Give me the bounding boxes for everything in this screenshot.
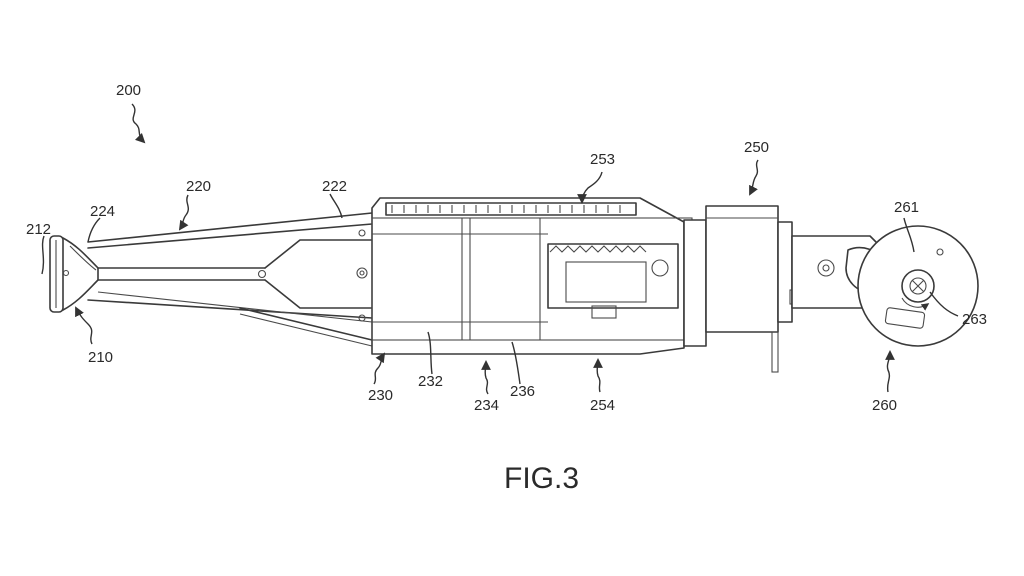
nose-cone xyxy=(62,237,99,311)
label-234: 234 xyxy=(474,397,499,414)
reference-labels: 200 220 222 224 212 210 253 250 261 263 … xyxy=(26,82,987,414)
label-230: 230 xyxy=(368,387,393,404)
label-261: 261 xyxy=(894,199,919,216)
frame-rails xyxy=(87,212,373,347)
label-263: 263 xyxy=(962,311,987,328)
device-drawing xyxy=(49,197,979,373)
figure-caption: FIG.3 xyxy=(504,462,579,495)
wheel xyxy=(857,225,979,347)
label-232: 232 xyxy=(418,373,443,390)
label-224: 224 xyxy=(90,203,115,220)
end-plate xyxy=(49,235,70,313)
housing xyxy=(683,205,813,373)
label-236: 236 xyxy=(510,383,535,400)
rack-strip xyxy=(385,202,637,216)
drive-unit xyxy=(547,243,694,319)
label-212: 212 xyxy=(26,221,51,238)
label-200: 200 xyxy=(116,82,141,99)
label-260: 260 xyxy=(872,397,897,414)
label-222: 222 xyxy=(322,178,347,195)
label-220: 220 xyxy=(186,178,211,195)
leader-lines xyxy=(41,103,959,395)
label-210: 210 xyxy=(88,349,113,366)
label-253: 253 xyxy=(590,151,615,168)
central-body xyxy=(356,197,693,355)
label-250: 250 xyxy=(744,139,769,156)
label-254: 254 xyxy=(590,397,615,414)
